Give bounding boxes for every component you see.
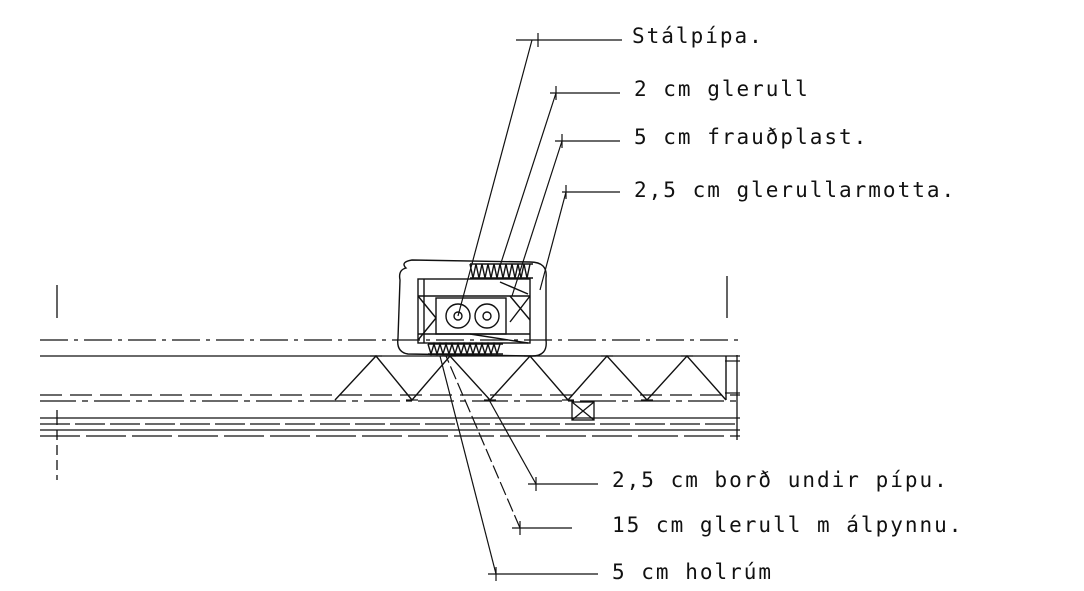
leader-lines-top [457,33,622,317]
label-glass-wool-15cm-foil: 15 cm glerull m álpynnu. [612,513,964,537]
boundary-ticks [56,276,738,480]
leader-lines-bottom [439,355,598,581]
label-steel-pipe: Stálpípa. [632,24,764,48]
label-foam-plastic-5cm: 5 cm frauðplast. [634,125,869,149]
layer-lines [40,339,740,437]
label-board-under-pipe: 2,5 cm borð undir pípu. [612,468,949,492]
truss-web [334,354,727,402]
label-glass-wool-2cm: 2 cm glerull [634,77,810,101]
crossed-box-detail [571,401,595,421]
pipe-insulation-assembly [397,259,547,357]
label-glass-wool-mat-2-5cm: 2,5 cm glerullarmotta. [634,178,957,202]
label-air-gap-5cm: 5 cm holrúm [612,560,774,584]
